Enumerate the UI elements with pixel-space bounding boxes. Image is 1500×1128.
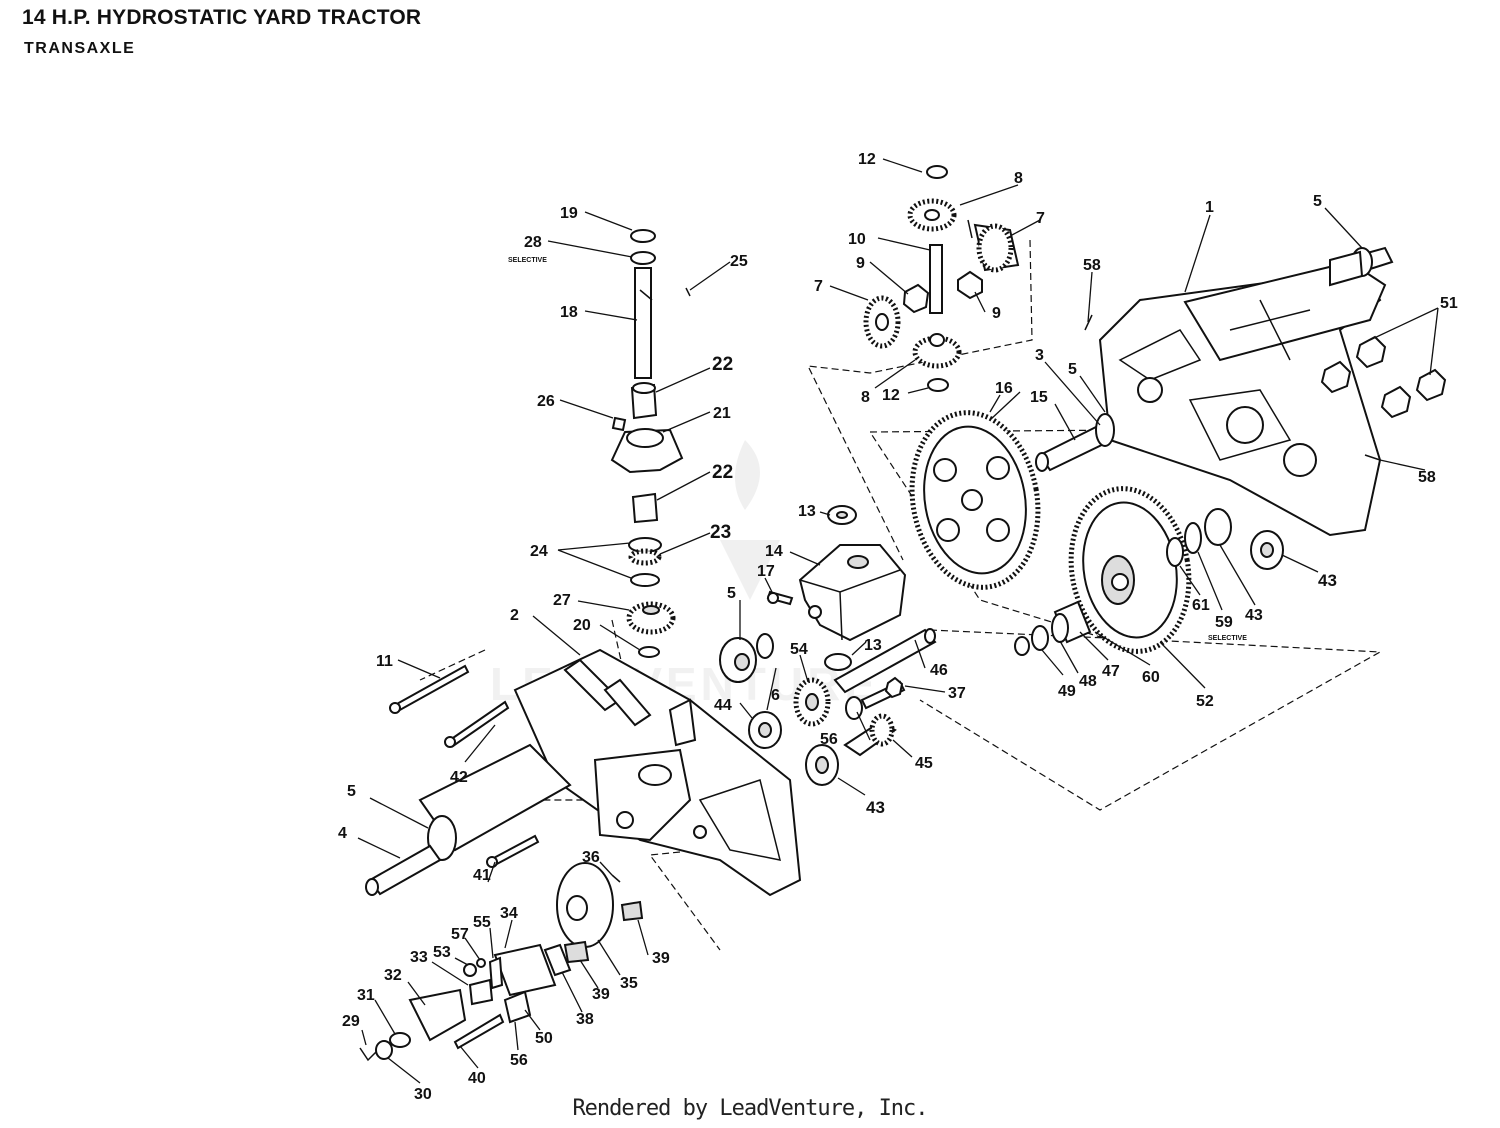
callout-5: 5 bbox=[727, 585, 736, 602]
selective-note: SELECTIVE bbox=[508, 257, 547, 264]
large-drive-gear-16 bbox=[909, 410, 1041, 590]
callout-58: 58 bbox=[1418, 469, 1436, 486]
callout-8: 8 bbox=[1014, 170, 1023, 187]
callout-56: 56 bbox=[820, 731, 838, 748]
callout-45: 45 bbox=[915, 755, 933, 772]
callout-20: 20 bbox=[573, 617, 591, 634]
callout-41: 41 bbox=[473, 867, 491, 884]
callout-12: 12 bbox=[858, 151, 876, 168]
large-drive-gear-52 bbox=[1068, 486, 1192, 654]
callout-55: 55 bbox=[473, 914, 491, 931]
spacers-and-bearings-right bbox=[1014, 508, 1284, 656]
footer-credit: Rendered by LeadVenture, Inc. bbox=[572, 1096, 928, 1121]
callout-4: 4 bbox=[338, 825, 347, 842]
callout-30: 30 bbox=[414, 1086, 432, 1103]
callout-25: 25 bbox=[730, 253, 748, 270]
callout-54: 54 bbox=[790, 641, 808, 658]
lug-nuts bbox=[1320, 335, 1447, 419]
callout-13: 13 bbox=[798, 503, 816, 520]
callout-leader-lines bbox=[357, 158, 1439, 1084]
diagram-title: 14 H.P. HYDROSTATIC YARD TRACTOR bbox=[22, 6, 422, 29]
callout-60: 60 bbox=[1142, 669, 1160, 686]
control-linkage-parts bbox=[359, 862, 644, 1062]
callout-43: 43 bbox=[1318, 571, 1337, 590]
callout-35: 35 bbox=[620, 975, 638, 992]
callout-32: 32 bbox=[384, 967, 402, 984]
callout-48: 48 bbox=[1079, 673, 1097, 690]
callout-47: 47 bbox=[1102, 663, 1120, 680]
callout-6: 6 bbox=[771, 687, 780, 704]
callout-22: 22 bbox=[712, 354, 733, 375]
callout-53: 53 bbox=[433, 944, 451, 961]
callout-38: 38 bbox=[576, 1011, 594, 1028]
callout-8: 8 bbox=[861, 389, 870, 406]
callout-42: 42 bbox=[450, 769, 468, 786]
callout-61: 61 bbox=[1192, 597, 1210, 614]
callout-50: 50 bbox=[535, 1030, 553, 1047]
callout-52: 52 bbox=[1196, 693, 1214, 710]
callout-9: 9 bbox=[992, 305, 1001, 322]
watermark-flame-logo bbox=[720, 440, 780, 600]
callout-59: 59 bbox=[1215, 614, 1233, 631]
callout-5: 5 bbox=[1068, 361, 1077, 378]
callout-2: 2 bbox=[510, 607, 519, 624]
callout-5: 5 bbox=[1313, 193, 1322, 210]
callout-26: 26 bbox=[537, 393, 555, 410]
callout-18: 18 bbox=[560, 304, 578, 321]
callout-27: 27 bbox=[553, 592, 571, 609]
right-transaxle-housing bbox=[1035, 246, 1394, 537]
left-transaxle-housing bbox=[365, 648, 802, 897]
callout-3: 3 bbox=[1035, 347, 1044, 364]
diagram-subtitle: TRANSAXLE bbox=[24, 40, 136, 57]
callout-56: 56 bbox=[510, 1052, 528, 1069]
differential-gears bbox=[863, 165, 1020, 392]
callout-43: 43 bbox=[1245, 607, 1263, 624]
callout-43: 43 bbox=[866, 798, 885, 817]
callout-labels: 1 2 3 4 5 5 5 5 6 7 7 8 8 9 9 10 11 12 1… bbox=[338, 151, 1458, 1103]
callout-22: 22 bbox=[712, 462, 733, 483]
callout-33: 33 bbox=[410, 949, 428, 966]
callout-24: 24 bbox=[530, 543, 548, 560]
center-gear-case bbox=[766, 505, 907, 671]
callout-39: 39 bbox=[652, 950, 670, 967]
callout-13: 13 bbox=[864, 637, 882, 654]
callout-16: 16 bbox=[995, 380, 1013, 397]
callout-49: 49 bbox=[1058, 683, 1076, 700]
input-shaft-stack bbox=[610, 229, 691, 658]
callout-19: 19 bbox=[560, 205, 578, 222]
callout-15: 15 bbox=[1030, 389, 1048, 406]
callout-14: 14 bbox=[765, 543, 783, 560]
callout-46: 46 bbox=[930, 662, 948, 679]
roll-pins bbox=[1084, 314, 1381, 461]
callout-40: 40 bbox=[468, 1070, 486, 1087]
callout-23: 23 bbox=[710, 522, 731, 543]
callout-58: 58 bbox=[1083, 257, 1101, 274]
callout-5: 5 bbox=[347, 783, 356, 800]
callout-11: 11 bbox=[376, 653, 393, 670]
callout-57: 57 bbox=[451, 926, 469, 943]
callout-9: 9 bbox=[856, 255, 865, 272]
callout-7: 7 bbox=[814, 278, 823, 295]
callout-51: 51 bbox=[1440, 295, 1458, 312]
callout-34: 34 bbox=[500, 905, 518, 922]
callout-31: 31 bbox=[357, 987, 375, 1004]
callout-7: 7 bbox=[1036, 210, 1045, 227]
callout-28: 28 bbox=[524, 234, 542, 251]
callout-29: 29 bbox=[342, 1013, 360, 1030]
callout-37: 37 bbox=[948, 685, 966, 702]
callout-21: 21 bbox=[713, 405, 731, 422]
selective-note: SELECTIVE bbox=[1208, 635, 1247, 642]
callout-12: 12 bbox=[882, 387, 900, 404]
callout-17: 17 bbox=[757, 563, 775, 580]
callout-36: 36 bbox=[582, 849, 600, 866]
callout-1: 1 bbox=[1205, 199, 1214, 216]
callout-44: 44 bbox=[714, 697, 732, 714]
callout-10: 10 bbox=[848, 231, 866, 248]
callout-39: 39 bbox=[592, 986, 610, 1003]
